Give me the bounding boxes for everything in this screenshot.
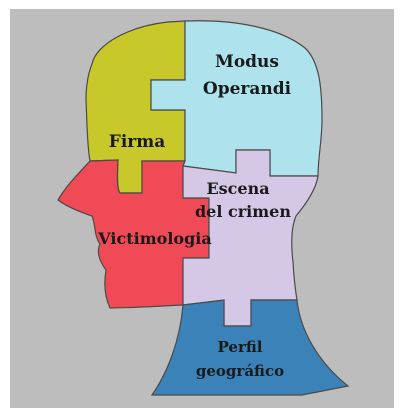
piece-victimologia [57, 159, 210, 309]
piece-perfil [150, 299, 350, 396]
label-modus-line1: Modus [215, 52, 279, 72]
label-perfil-line2: geográfico [196, 362, 284, 380]
label-modus-line2: Operandi [203, 79, 292, 99]
label-firma: Firma [109, 132, 166, 152]
label-escena-line2: del crimen [195, 202, 291, 221]
label-perfil-line1: Perfil [218, 338, 263, 356]
label-victimologia: Victimologia [97, 229, 211, 248]
label-escena-line1: Escena [206, 179, 269, 198]
